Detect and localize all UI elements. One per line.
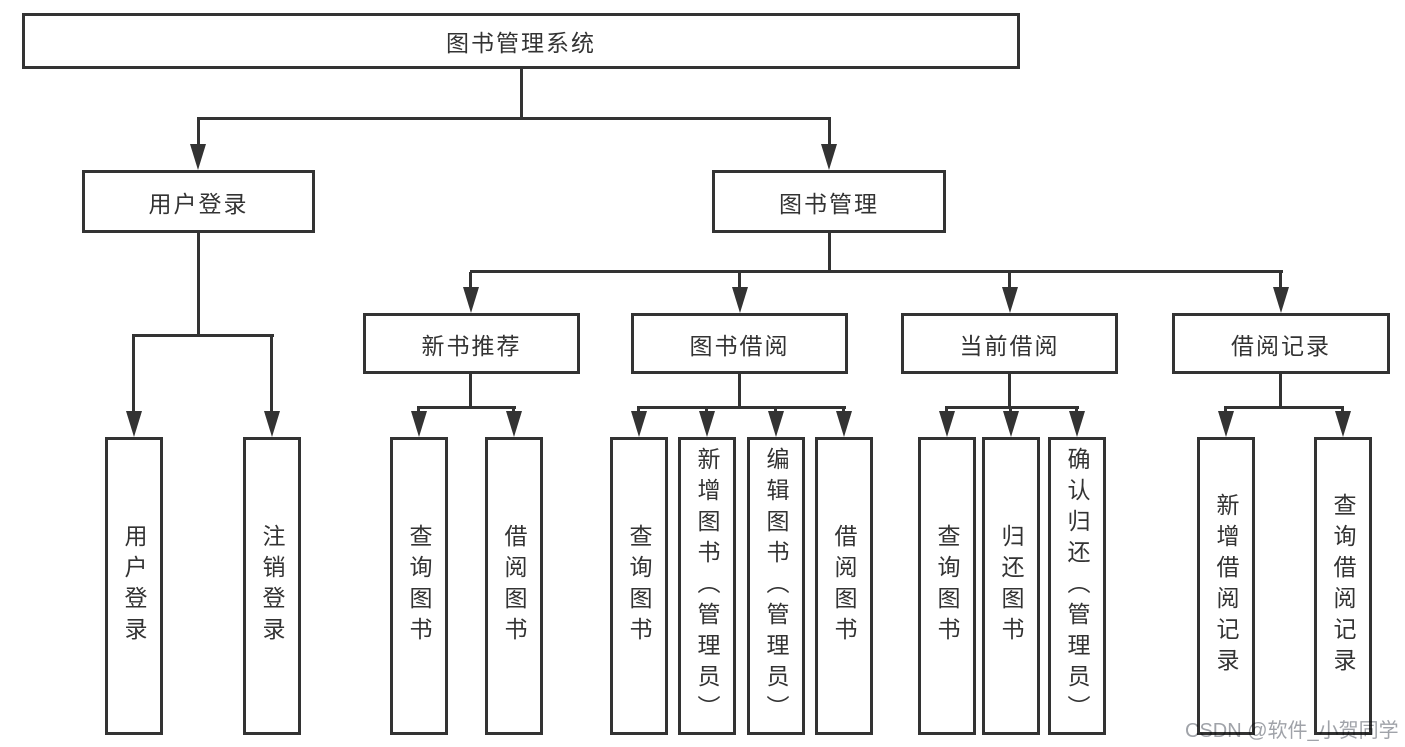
- node-label: 用户登录: [148, 190, 249, 217]
- node-user-login: 用户登录: [82, 170, 315, 233]
- arrowhead-icon: [126, 411, 142, 437]
- arrowhead-icon: [411, 411, 427, 437]
- arrowhead-icon: [768, 411, 784, 437]
- arrowhead-icon: [463, 287, 479, 313]
- connector-line: [1279, 374, 1282, 408]
- node-leaf-query-books-recommend: 查询图书: [390, 437, 448, 735]
- node-label: 借阅记录: [1231, 332, 1331, 359]
- node-label: 归还图书: [998, 524, 1024, 648]
- node-label: 新增图书（管理员）: [694, 446, 720, 726]
- connector-line: [1279, 272, 1282, 290]
- node-leaf-borrow-books-borrowing: 借阅图书: [815, 437, 873, 735]
- arrowhead-icon: [1002, 287, 1018, 313]
- connector-line: [132, 334, 274, 337]
- node-label: 查询图书: [626, 524, 652, 648]
- connector-line: [469, 272, 472, 290]
- connector-line: [270, 336, 273, 413]
- arrowhead-icon: [1273, 287, 1289, 313]
- arrowhead-icon: [939, 411, 955, 437]
- node-label: 新书推荐: [421, 332, 522, 359]
- connector-line: [417, 406, 516, 409]
- connector-line: [828, 233, 831, 272]
- node-label: 用户登录: [121, 524, 147, 648]
- connector-line: [197, 117, 831, 120]
- connector-line: [470, 270, 1283, 273]
- arrowhead-icon: [1003, 411, 1019, 437]
- connector-line: [197, 233, 200, 337]
- node-leaf-user-login: 用户登录: [105, 437, 163, 735]
- connector-line: [637, 406, 846, 409]
- arrowhead-icon: [699, 411, 715, 437]
- node-label: 查询借阅记录: [1330, 493, 1356, 679]
- node-leaf-return-book: 归还图书: [982, 437, 1040, 735]
- csdn-watermark: CSDN @软件_小贺同学: [1185, 720, 1399, 742]
- connector-line: [1008, 374, 1011, 408]
- arrowhead-icon: [1069, 411, 1085, 437]
- node-label: 查询图书: [406, 524, 432, 648]
- node-label: 确认归还（管理员）: [1064, 446, 1090, 726]
- node-borrowing-records: 借阅记录: [1172, 313, 1390, 374]
- connector-line: [520, 69, 523, 120]
- node-leaf-confirm-return-admin: 确认归还（管理员）: [1048, 437, 1106, 735]
- node-new-book-recommendation: 新书推荐: [363, 313, 580, 374]
- node-leaf-query-borrow-record: 查询借阅记录: [1314, 437, 1372, 735]
- node-book-management: 图书管理: [712, 170, 946, 233]
- node-leaf-borrow-books-recommend: 借阅图书: [485, 437, 543, 735]
- node-label: 图书管理系统: [446, 30, 596, 56]
- node-leaf-query-books-borrowing: 查询图书: [610, 437, 668, 735]
- arrowhead-icon: [732, 287, 748, 313]
- arrowhead-icon: [1335, 411, 1351, 437]
- arrowhead-icon: [264, 411, 280, 437]
- node-leaf-logout: 注销登录: [243, 437, 301, 735]
- arrowhead-icon: [631, 411, 647, 437]
- arrowhead-icon: [506, 411, 522, 437]
- arrowhead-icon: [821, 144, 837, 170]
- connector-line: [1008, 272, 1011, 290]
- arrowhead-icon: [190, 144, 206, 170]
- node-root-system: 图书管理系统: [22, 13, 1020, 69]
- connector-line: [828, 119, 831, 147]
- node-label: 编辑图书（管理员）: [763, 446, 789, 726]
- arrowhead-icon: [1218, 411, 1234, 437]
- node-label: 新增借阅记录: [1213, 493, 1239, 679]
- arrowhead-icon: [836, 411, 852, 437]
- connector-line: [469, 374, 472, 408]
- node-label: 查询图书: [934, 524, 960, 648]
- connector-line: [1224, 406, 1344, 409]
- node-book-borrowing: 图书借阅: [631, 313, 848, 374]
- connector-line: [197, 119, 200, 147]
- node-leaf-query-books-current: 查询图书: [918, 437, 976, 735]
- node-current-borrowing: 当前借阅: [901, 313, 1118, 374]
- node-leaf-add-borrow-record: 新增借阅记录: [1197, 437, 1255, 735]
- connector-line: [738, 374, 741, 408]
- node-label: 当前借阅: [959, 332, 1060, 359]
- node-label: 借阅图书: [831, 524, 857, 648]
- node-label: 图书管理: [779, 190, 879, 217]
- connector-line: [738, 272, 741, 290]
- node-label: 注销登录: [259, 524, 285, 648]
- connector-line: [132, 336, 135, 413]
- node-label: 借阅图书: [501, 524, 527, 648]
- node-label: 图书借阅: [689, 332, 790, 359]
- node-leaf-edit-book-admin: 编辑图书（管理员）: [747, 437, 805, 735]
- node-leaf-add-book-admin: 新增图书（管理员）: [678, 437, 736, 735]
- connector-line: [945, 406, 1079, 409]
